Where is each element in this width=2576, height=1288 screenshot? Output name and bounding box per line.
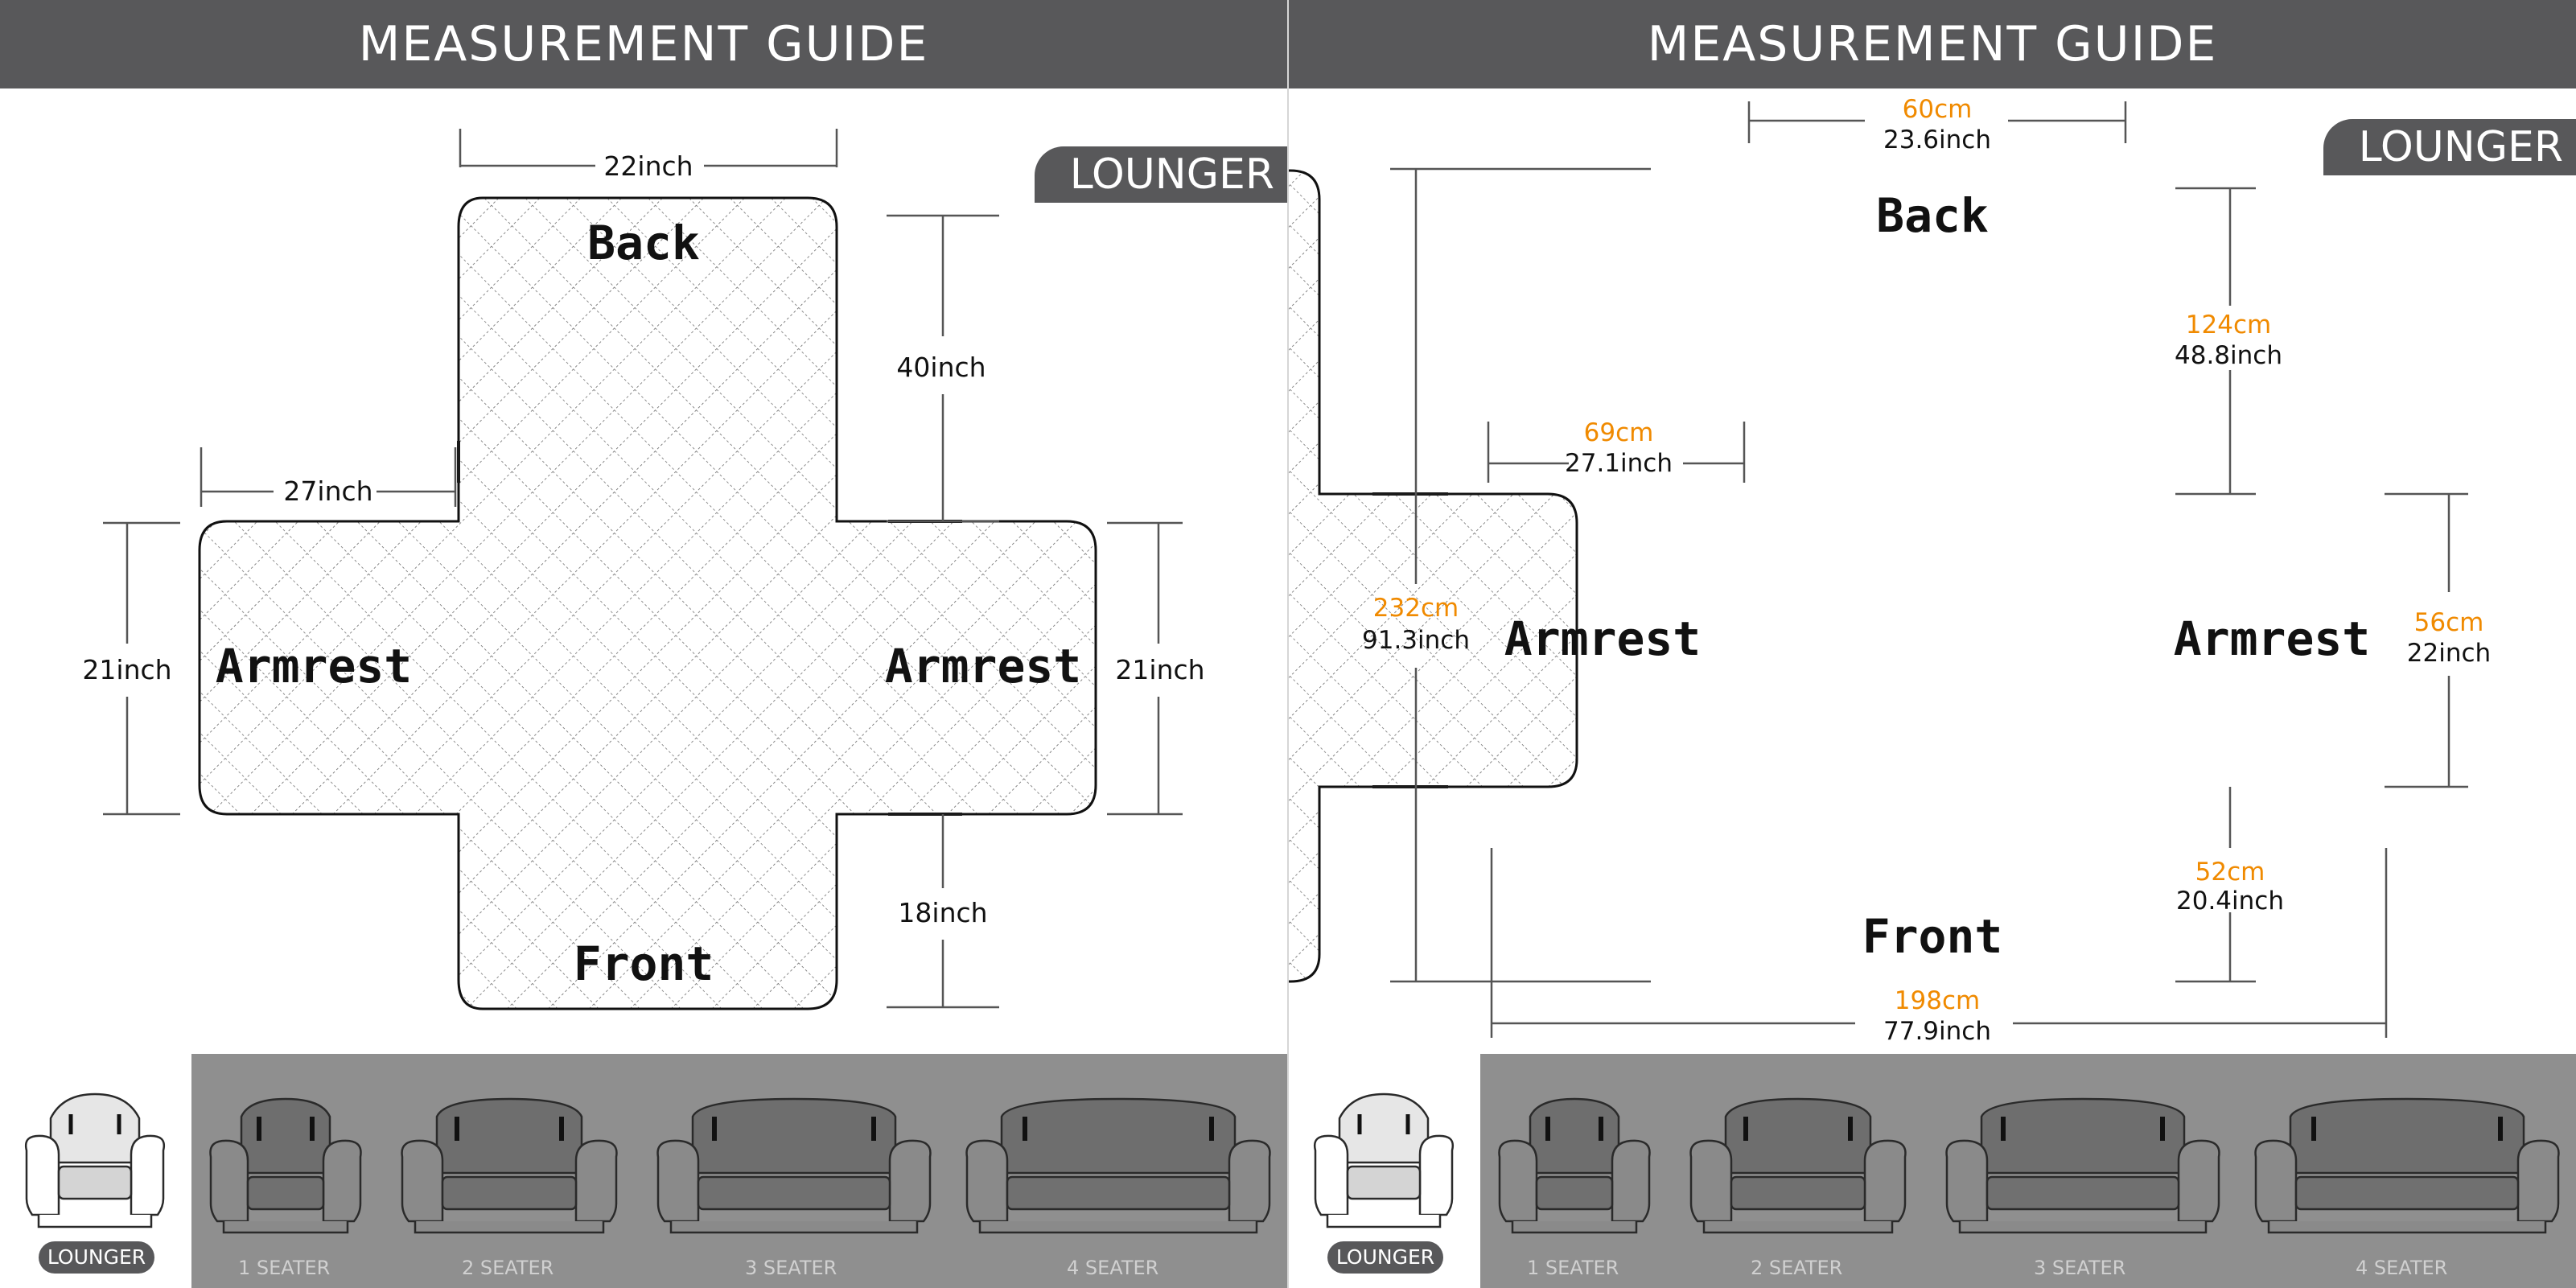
seat-label-2-seater: 2 SEATER xyxy=(462,1257,554,1279)
seat-type-strip: LOUNGER 1 SEATER 2 SEATER xyxy=(0,1054,1287,1288)
front-label: Front xyxy=(1862,909,2003,964)
back-width-label: 22inch xyxy=(603,150,693,182)
arm-right-height-label: 21inch xyxy=(1115,654,1204,685)
panel-divider xyxy=(1287,0,1289,1288)
arm-width-in-label: 27.1inch xyxy=(1565,449,1673,478)
arm-width-label: 27inch xyxy=(283,475,372,507)
armrest-left-label: Armrest xyxy=(1504,611,1701,666)
total-width-in-label: 77.9inch xyxy=(1883,1017,1991,1046)
total-width-cm-label: 198cm xyxy=(1895,986,1980,1015)
front-label: Front xyxy=(574,936,714,991)
seat-label-4-seater: 4 SEATER xyxy=(2356,1257,2448,1279)
cover-diagram: 60cm 23.6inch 124cm 48.8inch 69cm 27.1in… xyxy=(1289,95,2491,1046)
measurement-panel-inches: MEASUREMENT GUIDE LOUNGER xyxy=(0,0,1287,1288)
seat-label-3-seater: 3 SEATER xyxy=(2034,1257,2126,1279)
armrest-right-label: Armrest xyxy=(2174,611,2370,666)
measurement-panel-metric: MEASUREMENT GUIDE LOUNGER xyxy=(1289,0,2576,1288)
page-title: MEASUREMENT GUIDE xyxy=(0,0,1287,88)
two-seater-icon xyxy=(401,1097,618,1234)
seat-label-3-seater: 3 SEATER xyxy=(745,1257,837,1279)
back-height-label: 40inch xyxy=(896,352,986,383)
lounger-chair-icon xyxy=(1313,1093,1455,1228)
lounger-badge: LOUNGER xyxy=(1034,146,1287,203)
back-height-in-label: 48.8inch xyxy=(2175,341,2282,370)
seat-label-lounger: LOUNGER xyxy=(1327,1241,1443,1274)
seat-label-1-seater: 1 SEATER xyxy=(1527,1257,1619,1279)
one-seater-icon xyxy=(1498,1097,1651,1234)
armrest-left-label: Armrest xyxy=(216,639,412,693)
seat-label-4-seater: 4 SEATER xyxy=(1067,1257,1159,1279)
seat-label-2-seater: 2 SEATER xyxy=(1751,1257,1843,1279)
seat-type-strip: LOUNGER 1 SEATER 2 SEATER xyxy=(1289,1054,2576,1288)
page-title: MEASUREMENT GUIDE xyxy=(1289,0,2576,88)
front-height-label: 18inch xyxy=(898,897,987,928)
back-width-in-label: 23.6inch xyxy=(1883,126,1991,154)
front-height-cm-label: 52cm xyxy=(2195,858,2265,887)
arm-height-cm-label: 56cm xyxy=(2414,608,2484,637)
three-seater-icon xyxy=(1945,1097,2220,1234)
seat-label-1-seater: 1 SEATER xyxy=(238,1257,331,1279)
back-height-cm-label: 124cm xyxy=(2186,311,2271,339)
lounger-chair-icon xyxy=(24,1093,166,1228)
seat-label-lounger: LOUNGER xyxy=(39,1241,154,1274)
arm-left-height-label: 21inch xyxy=(82,654,171,685)
three-seater-icon xyxy=(656,1097,932,1234)
arm-width-cm-label: 69cm xyxy=(1584,418,1654,447)
two-seater-icon xyxy=(1689,1097,1907,1234)
four-seater-icon xyxy=(2254,1097,2560,1234)
back-width-cm-label: 60cm xyxy=(1903,95,1973,124)
cover-diagram: 22inch 40inch 27inch 21inch 21inch 18inc… xyxy=(82,129,1205,1010)
one-seater-icon xyxy=(209,1097,362,1234)
armrest-right-label: Armrest xyxy=(885,639,1081,693)
total-height-in-label: 91.3inch xyxy=(1362,626,1470,655)
total-height-cm-label: 232cm xyxy=(1373,594,1459,623)
back-label: Back xyxy=(1876,188,1989,243)
arm-height-in-label: 22inch xyxy=(2407,639,2491,668)
cover-shape xyxy=(1289,169,1578,983)
front-height-in-label: 20.4inch xyxy=(2176,887,2284,916)
cover-shape xyxy=(198,196,1097,1010)
four-seater-icon xyxy=(965,1097,1271,1234)
back-label: Back xyxy=(587,216,700,270)
lounger-badge: LOUNGER xyxy=(2323,119,2576,175)
